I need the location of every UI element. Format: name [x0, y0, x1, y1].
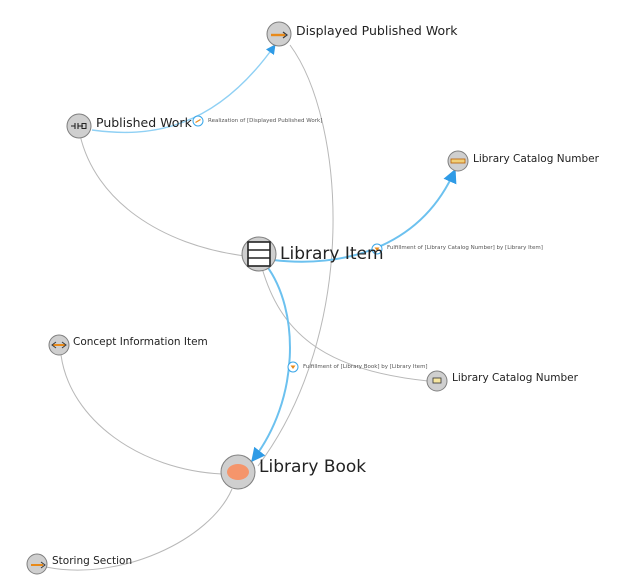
- edge-label-realization: Realization of [Displayed Published Work…: [208, 118, 322, 124]
- ellipse-icon: [227, 464, 249, 480]
- edge-library-book-storing: [45, 488, 233, 571]
- node-label: Library Item: [280, 244, 384, 264]
- node-label: Displayed Published Work: [296, 23, 458, 38]
- edge-published-work-library-item: [79, 134, 246, 257]
- edge-label-fulfillment-book: Fulfillment of [Library Book] by [Librar…: [303, 364, 428, 370]
- node-published-work[interactable]: Published Work: [66, 113, 193, 139]
- node-concept-information-item[interactable]: Concept Information Item: [48, 334, 208, 356]
- edge-displayed-work-library-book: [257, 44, 334, 467]
- edge-label-fulfillment-catalog: Fulfillment of [Library Catalog Number] …: [387, 245, 543, 251]
- rectangle-icon: [432, 377, 442, 384]
- node-label: Library Catalog Number: [473, 153, 600, 165]
- edge-concept-library-book: [60, 354, 223, 475]
- table-icon: [247, 241, 271, 267]
- edge-library-item-catalog-bottom: [261, 267, 429, 382]
- edge-marker-fulfillment-book[interactable]: [287, 361, 299, 373]
- double-arrow-icon: [51, 341, 67, 349]
- node-label: Published Work: [96, 115, 193, 130]
- node-label: Concept Information Item: [73, 336, 208, 348]
- arrow-right-icon: [31, 561, 46, 569]
- node-library-book[interactable]: Library Book: [220, 454, 366, 490]
- node-label: Storing Section: [52, 555, 132, 567]
- edge-published-work-displayed-work: [91, 44, 276, 134]
- edge-marker-fulfillment-catalog[interactable]: [371, 243, 383, 255]
- node-library-item[interactable]: Library Item: [241, 236, 384, 272]
- node-library-catalog-number-bottom[interactable]: Library Catalog Number: [426, 370, 579, 392]
- node-displayed-published-work[interactable]: Displayed Published Work: [266, 21, 458, 47]
- node-storing-section[interactable]: Storing Section: [26, 553, 132, 575]
- edge-library-item-library-book: [251, 264, 291, 463]
- edge-marker-realization[interactable]: [192, 115, 204, 127]
- connector-icon: [71, 123, 87, 129]
- node-label: Library Catalog Number: [452, 372, 579, 384]
- arrow-right-icon: [271, 31, 288, 39]
- node-label: Library Book: [259, 457, 366, 477]
- node-library-catalog-number-top[interactable]: Library Catalog Number: [447, 150, 600, 172]
- minus-icon: [450, 158, 466, 164]
